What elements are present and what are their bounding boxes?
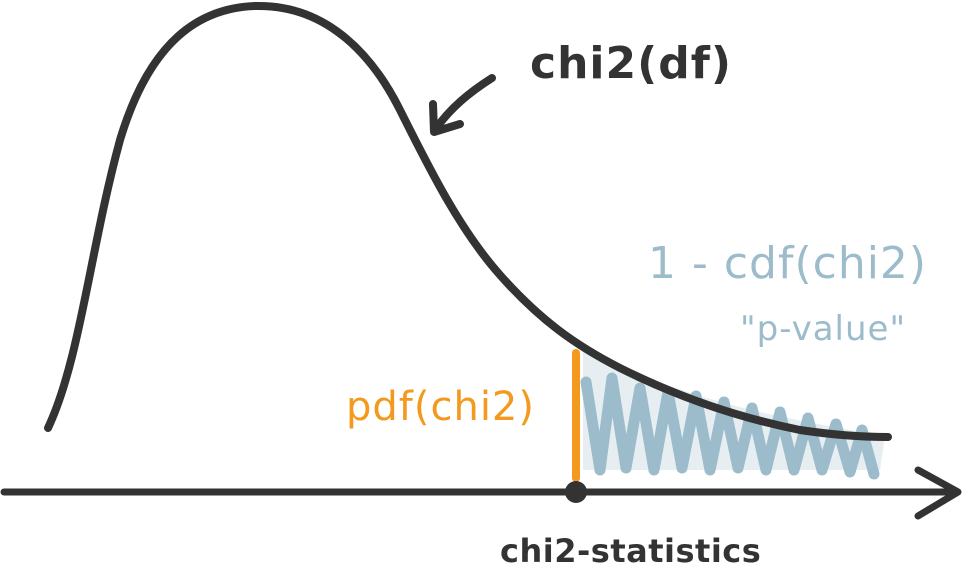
curve-label: chi2(df): [530, 38, 732, 89]
chi2-density-curve: [44, 1, 892, 441]
p-value-name-label: "p-value": [740, 309, 906, 349]
p-value-formula-label: 1 - cdf(chi2): [648, 238, 927, 289]
x-axis-label: chi2-statistics: [500, 532, 761, 570]
curve-pointer-arrow: [429, 74, 496, 136]
x-axis: [0, 466, 962, 520]
pdf-label: pdf(chi2): [346, 384, 535, 430]
statistic-point: [565, 481, 587, 503]
